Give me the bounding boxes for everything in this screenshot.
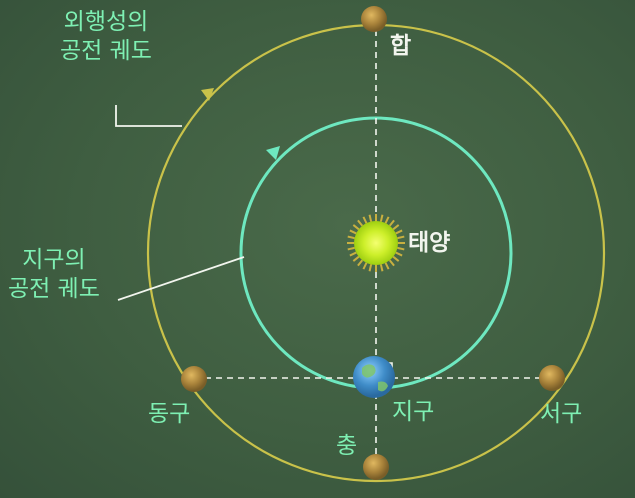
earth: [353, 356, 395, 398]
sun-label: 태양: [408, 230, 451, 256]
sun-ray: [392, 224, 400, 231]
sun-ray: [368, 214, 373, 222]
east-quadrature-label: 동구: [148, 401, 191, 427]
sun: [347, 214, 405, 272]
planet-at-conjunction: [361, 6, 387, 32]
planet-at-west-quadrature: [539, 365, 565, 391]
sun-ray: [384, 262, 390, 270]
outer-orbit-label: 외행성의 공전 궤도: [60, 9, 152, 64]
conjunction-label: 합: [390, 33, 412, 59]
sun-ray: [352, 255, 360, 262]
sun-ray: [347, 246, 355, 251]
sun-ray: [397, 246, 405, 251]
outer-orbit-label-pointer: [115, 105, 182, 127]
sun-ray: [349, 229, 357, 235]
sun-ray: [388, 259, 395, 267]
planet-at-east-quadrature: [181, 366, 207, 392]
sun-ray: [368, 264, 373, 272]
sun-ray: [357, 259, 364, 267]
sun-ray: [349, 251, 357, 257]
earth-label: 지구: [392, 399, 435, 425]
outer-orbit-direction-arrow: [201, 88, 214, 101]
sun-ray: [379, 264, 384, 272]
sun-ray: [392, 255, 400, 262]
sun-ray: [379, 214, 384, 222]
opposition-label: 충: [336, 433, 358, 459]
sun-ray: [357, 219, 364, 227]
west-quadrature-label: 서구: [540, 401, 583, 427]
sun-ray: [395, 229, 403, 235]
earth-orbit-direction-arrow: [266, 146, 280, 160]
planet-at-opposition: [363, 454, 389, 480]
sun-ray: [397, 235, 405, 240]
sun-ray: [395, 251, 403, 257]
sun-ray: [388, 219, 395, 227]
sun-ray: [362, 216, 368, 224]
earth-orbit-label: 지구의 공전 궤도: [8, 247, 100, 302]
sun-ray: [352, 224, 360, 231]
sun-ray: [347, 235, 355, 240]
sun-ray: [362, 262, 368, 270]
sun-ray: [384, 216, 390, 224]
earth-orbit-label-pointer: [117, 256, 245, 301]
